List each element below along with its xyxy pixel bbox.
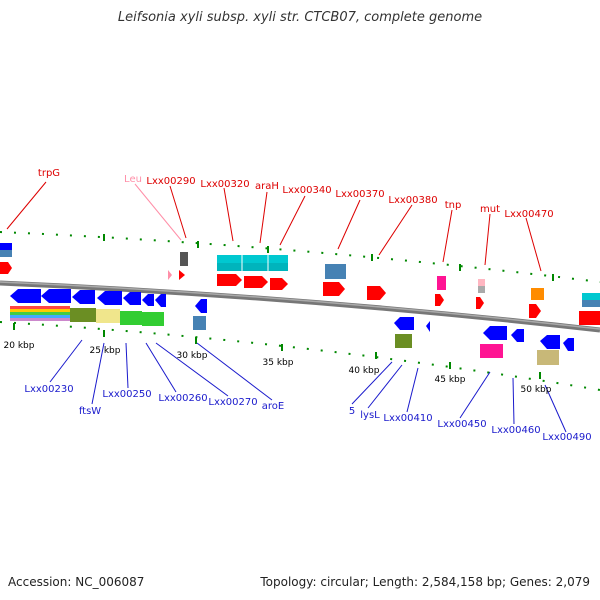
genome-title: Leifsonia xyli subsp. xyli str. CTCB07, … [117,10,483,25]
gene-label-lxx00260[interactable]: Lxx00260 [158,393,207,404]
gene-label-ftsw[interactable]: ftsW [79,406,101,417]
scale-label: 20 kbp [4,341,35,351]
top-callout-lines [6,181,542,272]
bottom-callout-lines [49,339,567,433]
gene-label-tnp[interactable]: tnp [445,200,462,211]
scale-label: 30 kbp [177,351,208,361]
gene-label-leu[interactable]: Leu [124,174,142,185]
genome-summary-text: Topology: circular; Length: 2,584,158 bp… [260,575,590,589]
gene-label-lxx00230[interactable]: Lxx00230 [24,384,73,395]
scale-labels: 20 kbp 25 kbp 30 kbp 35 kbp 40 kbp 45 kb… [4,341,552,395]
lower-tick-track [0,321,600,391]
gene-label-arah[interactable]: araH [255,181,279,192]
scale-label: 25 kbp [90,346,121,356]
trna-callout-line [134,183,182,241]
scale-label: 40 kbp [349,366,380,376]
genome-backbone-highlight [0,281,600,330]
gene-label-aroe[interactable]: aroE [262,401,284,412]
top-gene-labels: trpG Leu Lxx00290 Lxx00320 araH Lxx00340… [38,168,554,220]
gene-label-lxx00340[interactable]: Lxx00340 [282,185,331,196]
gene-label-lxx00410[interactable]: Lxx00410 [383,413,432,424]
gene-label-lxx00370[interactable]: Lxx00370 [335,189,384,200]
upper-tick-track [0,231,600,283]
gene-label-lxx00270[interactable]: Lxx00270 [208,397,257,408]
upper-major-ticks [103,234,554,281]
forward-genes[interactable] [0,243,600,325]
bottom-gene-labels: Lxx00230 ftsW Lxx00250 Lxx00260 Lxx00270… [24,384,591,443]
gene-label-lysl[interactable]: lysL [360,410,380,421]
scale-label: 45 kbp [435,375,466,385]
gene-label-lxx00460[interactable]: Lxx00460 [491,425,540,436]
gene-label-lxx00250[interactable]: Lxx00250 [102,389,151,400]
scale-label: 35 kbp [263,358,294,368]
gene-label-lxx00470[interactable]: Lxx00470 [504,209,553,220]
gene-label-lxx00320[interactable]: Lxx00320 [200,179,249,190]
genome-backbone [0,280,600,333]
scale-label: 50 kbp [521,385,552,395]
gene-label-lxx00490[interactable]: Lxx00490 [542,432,591,443]
gene-label-lxx00380[interactable]: Lxx00380 [388,195,437,206]
accession-text: Accession: NC_006087 [8,575,145,589]
reverse-genes[interactable] [10,289,574,365]
lower-major-ticks [13,323,541,379]
gene-label-5[interactable]: 5 [349,406,355,417]
gene-label-trpG[interactable]: trpG [38,168,60,179]
gene-label-lxx00450[interactable]: Lxx00450 [437,419,486,430]
gene-label-lxx00290[interactable]: Lxx00290 [146,176,195,187]
gene-label-mut[interactable]: mut [480,204,500,215]
